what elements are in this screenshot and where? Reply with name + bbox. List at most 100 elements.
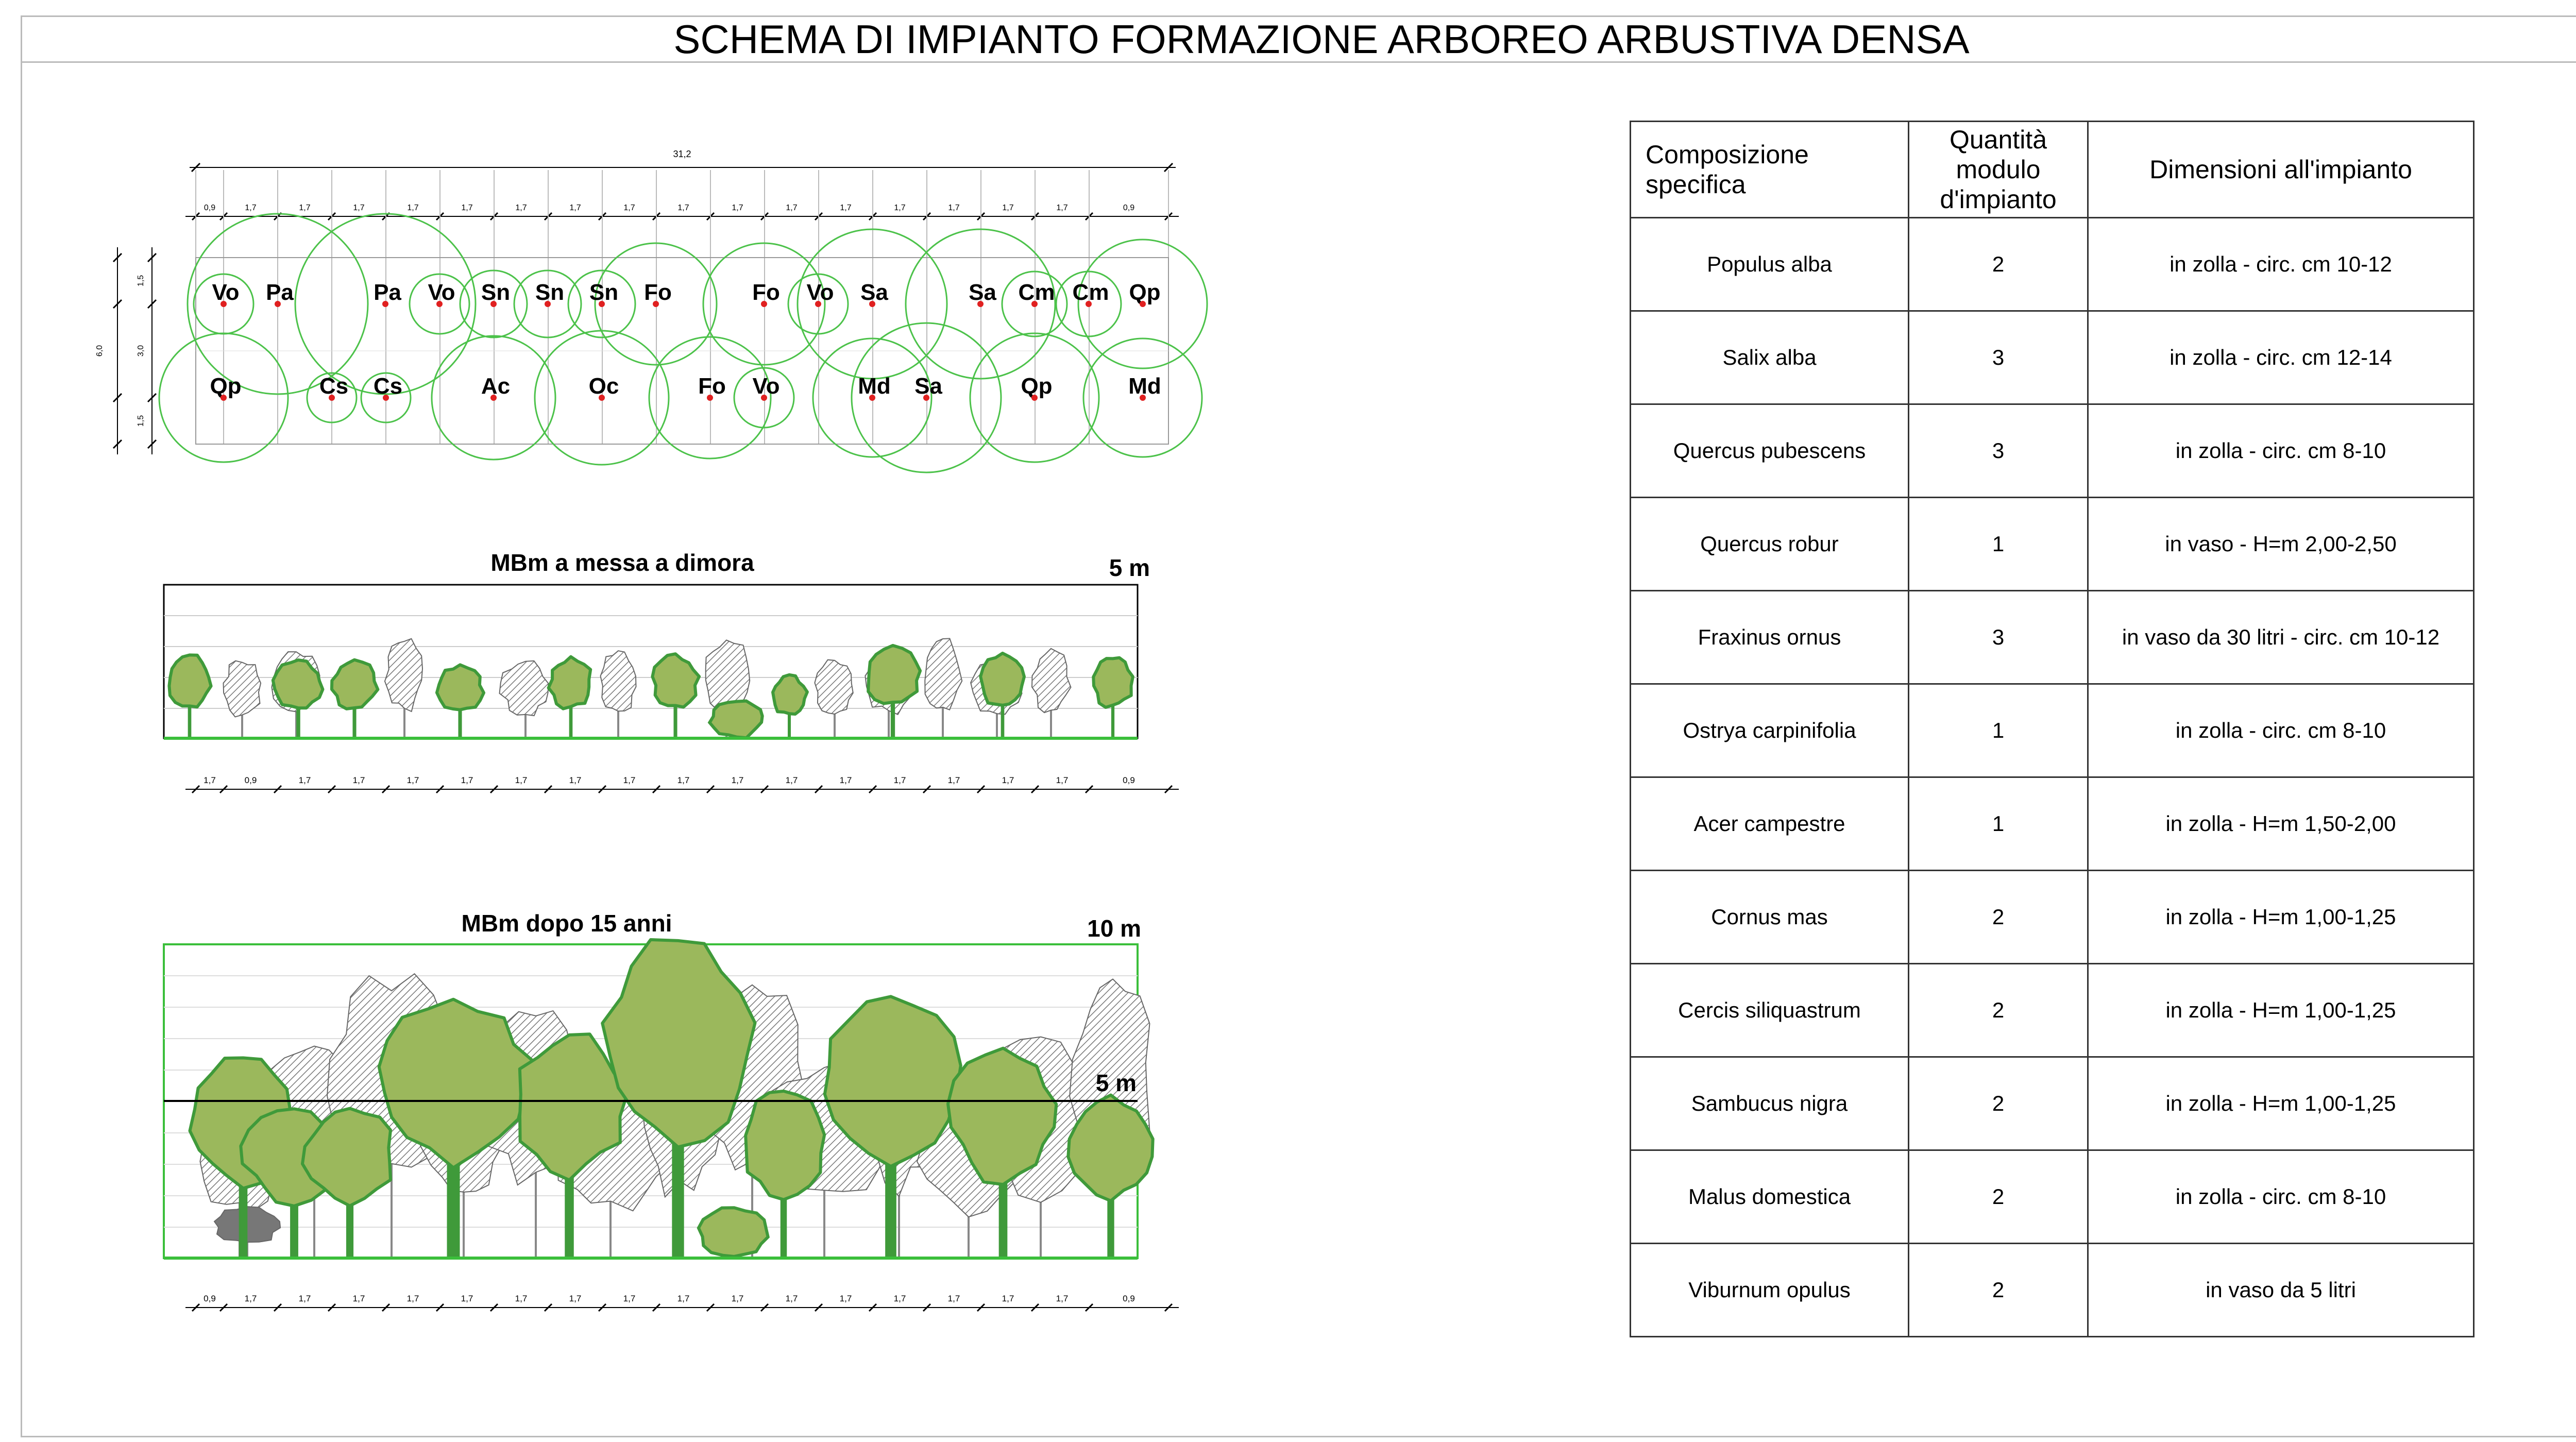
dimension-label: 1,7 [948, 1294, 960, 1303]
dimension-tick [706, 785, 715, 794]
dimension-tick [922, 785, 931, 794]
planting-point [490, 301, 497, 307]
dimension-label: 1,7 [1002, 775, 1014, 785]
species-code-row1: Vo [212, 280, 240, 305]
dimension-label: 1,7 [840, 775, 852, 785]
dimension-label: 1,7 [515, 1294, 528, 1303]
quantity-cell: 2 [1908, 963, 2089, 1058]
planting-point [761, 395, 767, 401]
crown-projection-circle [306, 372, 358, 423]
dimension-label: 1,7 [786, 775, 798, 785]
planting-point [815, 301, 821, 307]
planting-point [707, 395, 713, 401]
crown-projection-circle [702, 242, 826, 366]
species-cell: Cornus mas [1630, 870, 1909, 964]
height-segment-label: 1,5 [137, 275, 145, 286]
species-cell: Acer campestre [1630, 776, 1909, 871]
crown-projection-circle [294, 213, 477, 395]
dimension-tick [814, 785, 823, 794]
quantity-cell: 3 [1908, 403, 2089, 498]
planting-point [275, 301, 281, 307]
background-tree-crown [1031, 648, 1072, 714]
background-tree-crown [814, 659, 854, 715]
dimension-tick [327, 785, 336, 794]
dimension-label: 1,7 [1002, 203, 1013, 212]
quantity-cell: 2 [1908, 1149, 2089, 1244]
tree-crown [771, 673, 809, 716]
crown-projection-circle [513, 269, 582, 338]
species-code-row1: Cm [1019, 280, 1055, 305]
dimension-tick [147, 299, 157, 309]
dimension-tick [976, 1303, 986, 1312]
crown-projection-circle [431, 335, 556, 461]
dimension-label: 1,7 [407, 1294, 419, 1303]
quantity-cell: 3 [1908, 590, 2089, 685]
dimension-label: 1,7 [732, 203, 743, 212]
dimension-label: 1,7 [245, 203, 256, 212]
species-code-row2: Qp [210, 374, 241, 399]
quantity-cell: 1 [1908, 683, 2089, 778]
dimension-label: 1,7 [1056, 203, 1067, 212]
tree-crown [1092, 656, 1134, 709]
overall-height-label: 6,0 [95, 345, 104, 357]
shrub [697, 1206, 770, 1258]
dimension-tick [273, 1303, 282, 1312]
planting-point [869, 301, 875, 307]
crown-projection-circle [648, 336, 772, 460]
dimension-label: 0,9 [204, 203, 215, 212]
dimension-label: 1,7 [840, 203, 851, 212]
size-cell: in zolla - H=m 1,50-2,00 [2087, 776, 2475, 871]
size-cell: in zolla - circ. cm 12-14 [2087, 310, 2475, 405]
species-code-row2: Qp [1021, 374, 1052, 399]
planting-point [221, 395, 227, 401]
dimension-label: 1,7 [515, 203, 527, 212]
crown-projection-circle [409, 273, 470, 335]
dimension-label: 1,7 [948, 203, 959, 212]
dimension-tick [191, 785, 200, 794]
mid-height-label: 5 m [1096, 1070, 1137, 1096]
tree-crown [435, 663, 485, 711]
dimension-tick [147, 439, 157, 449]
tree-crown [823, 995, 962, 1168]
dimension-tick [1164, 1303, 1173, 1312]
crown-projection-circle [796, 228, 948, 380]
size-cell: in vaso da 5 litri [2087, 1243, 2475, 1337]
planting-point [490, 395, 497, 401]
elevation-title: MBm a messa a dimora [490, 549, 754, 576]
planting-point [1031, 395, 1038, 401]
dimension-tick [1164, 785, 1173, 794]
planting-point [653, 301, 659, 307]
species-code-row1: Cm [1073, 280, 1109, 305]
dimension-tick [1030, 1303, 1040, 1312]
dimension-label: 1,7 [677, 1294, 690, 1303]
dimension-tick [868, 785, 877, 794]
quantity-cell: 2 [1908, 870, 2089, 964]
quantity-cell: 2 [1908, 1243, 2089, 1337]
dimension-tick [191, 1303, 200, 1312]
species-code-row2: Cs [374, 374, 402, 399]
dimension-tick [814, 1303, 823, 1312]
planting-point [329, 395, 335, 401]
dimension-tick [381, 1303, 391, 1312]
dimension-tick [976, 785, 986, 794]
planting-point [1086, 301, 1092, 307]
dimension-label: 1,7 [1056, 1294, 1069, 1303]
dimension-label: 1,7 [353, 203, 364, 212]
dimension-tick [544, 785, 553, 794]
header-species: Composizione specifica [1630, 121, 1909, 218]
planting-point [1140, 301, 1146, 307]
crown-projection-circle [1082, 337, 1203, 458]
planting-point [1031, 301, 1038, 307]
dimension-tick [760, 785, 769, 794]
composition-table: Composizione specifica Quantità modulo d… [1630, 121, 2475, 1337]
species-code-row2: Md [1128, 374, 1161, 399]
dimension-label: 1,7 [461, 775, 473, 785]
